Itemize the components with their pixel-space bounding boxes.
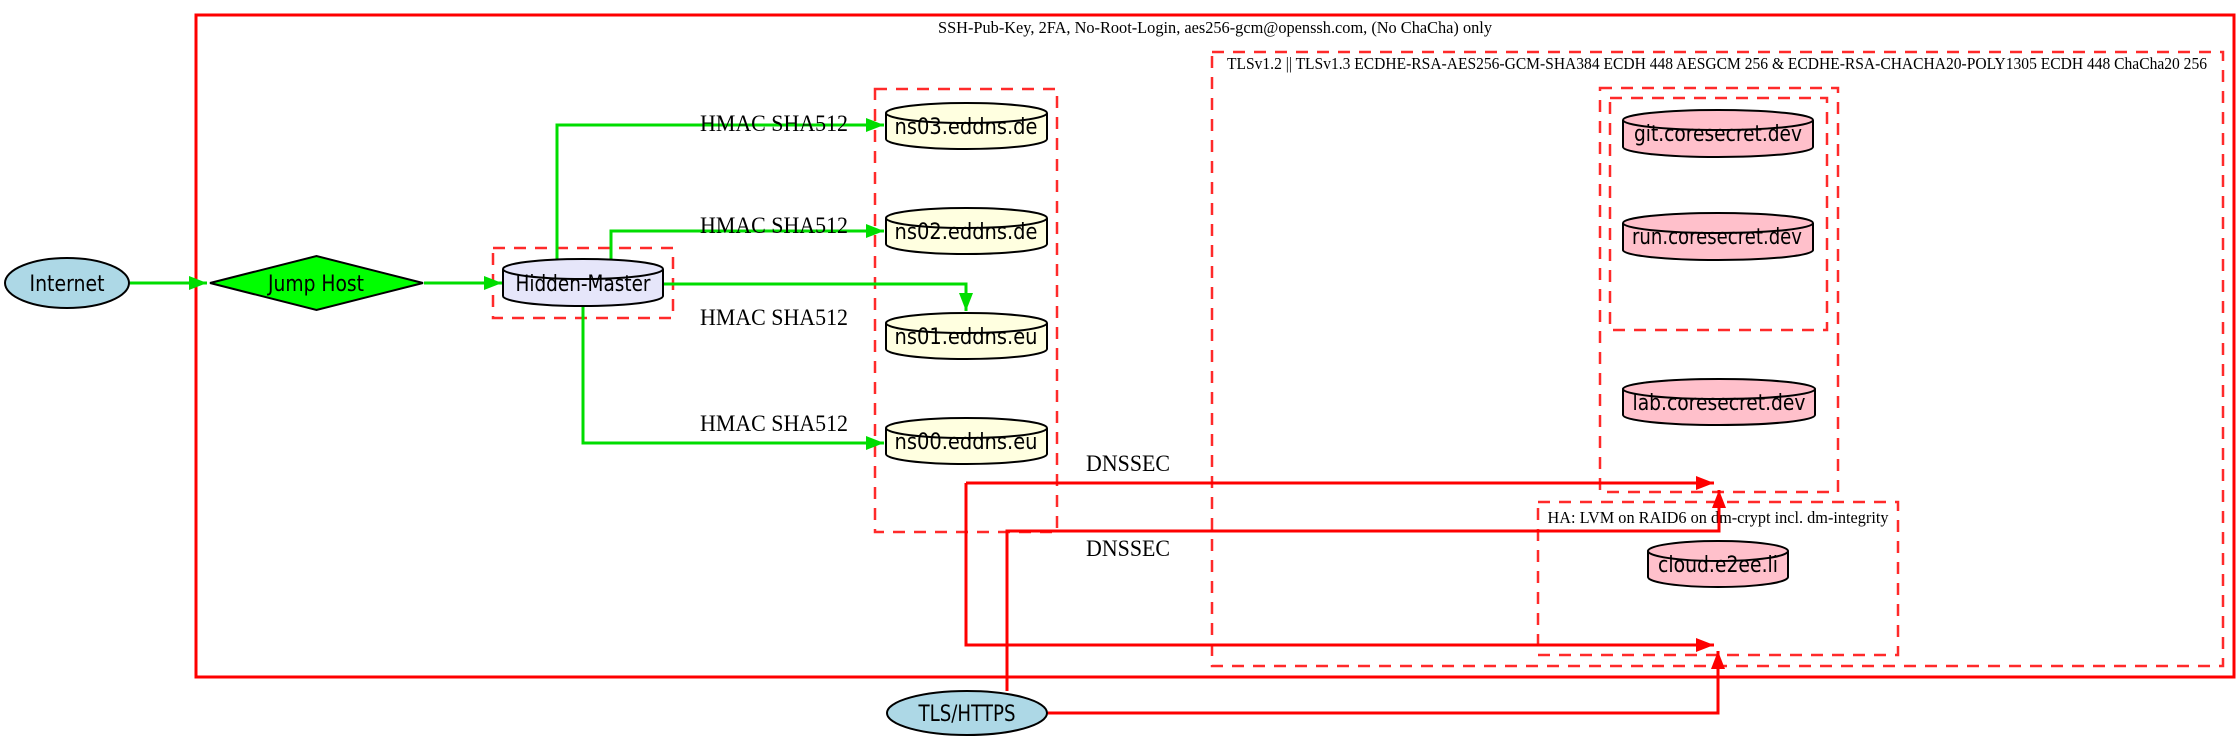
edge-hiddenmaster-ns00 <box>581 306 884 450</box>
edge-tlshttps-to-coresecret <box>1005 490 1726 691</box>
ns00-label: ns00.eddns.eu <box>895 430 1038 455</box>
run-node <box>1622 212 1814 261</box>
git-node-rim <box>1622 119 1814 131</box>
hmac-label-ns00: HMAC SHA512 <box>700 411 848 436</box>
ns01-node <box>885 312 1048 360</box>
tls-https-label: TLS/HTTPS <box>918 702 1016 727</box>
ns00-node <box>885 417 1048 465</box>
hidden-master-label: Hidden-Master <box>516 272 652 297</box>
ns02-label: ns02.eddns.de <box>895 220 1038 245</box>
jump-host-label: Jump Host <box>266 272 364 297</box>
edge-tlshttps-to-ha <box>1047 651 1725 715</box>
edge-dnssec-to-ha <box>964 483 1714 652</box>
ns03-label: ns03.eddns.de <box>895 115 1038 140</box>
ns00-node-rim <box>885 427 1048 439</box>
edge-hiddenmaster-ns02 <box>609 224 884 260</box>
lab-node-rim <box>1622 388 1816 400</box>
internet-label: Internet <box>30 272 105 297</box>
hmac-label-ns02: HMAC SHA512 <box>700 213 848 238</box>
ns01-node-rim <box>885 322 1048 334</box>
run-node-rim <box>1622 222 1814 234</box>
dnssec-label-2: DNSSEC <box>1086 536 1170 561</box>
cloud-node <box>1647 540 1789 588</box>
coresecret-inner-cluster-box <box>1608 96 1829 332</box>
hidden-master-node-rim <box>502 268 664 280</box>
tls-cluster-label: TLSv1.2 || TLSv1.3 ECDHE-RSA-AES256-GCM-… <box>1227 54 2207 73</box>
cloud-label: cloud.e2ee.li <box>1658 553 1778 578</box>
ns01-label: ns01.eddns.eu <box>895 325 1038 350</box>
dnssec-label-1: DNSSEC <box>1086 451 1170 476</box>
ns02-node-rim <box>885 217 1048 229</box>
run-label: run.coresecret.dev <box>1632 225 1802 250</box>
ssh-cluster-box <box>194 13 2236 679</box>
cloud-node-rim <box>1647 550 1789 562</box>
edge-hiddenmaster-ns01 <box>663 282 973 311</box>
jump-host-node <box>209 254 424 312</box>
lab-node <box>1622 378 1816 426</box>
ns02-node <box>885 207 1048 255</box>
ns03-node-rim <box>885 112 1048 124</box>
tls-https-node <box>886 690 1048 736</box>
hmac-label-ns01: HMAC SHA512 <box>700 305 848 330</box>
git-label: git.coresecret.dev <box>1634 122 1802 147</box>
ns03-node <box>885 102 1048 150</box>
git-node <box>1622 109 1814 158</box>
ssh-cluster-label: SSH-Pub-Key, 2FA, No-Root-Login, aes256-… <box>938 18 1492 37</box>
edge-hiddenmaster-ns03 <box>555 118 884 260</box>
hidden-master-node <box>502 258 664 307</box>
lab-label: lab.coresecret.dev <box>1633 391 1806 416</box>
internet-node <box>4 257 130 309</box>
hmac-label-ns03: HMAC SHA512 <box>700 111 848 136</box>
